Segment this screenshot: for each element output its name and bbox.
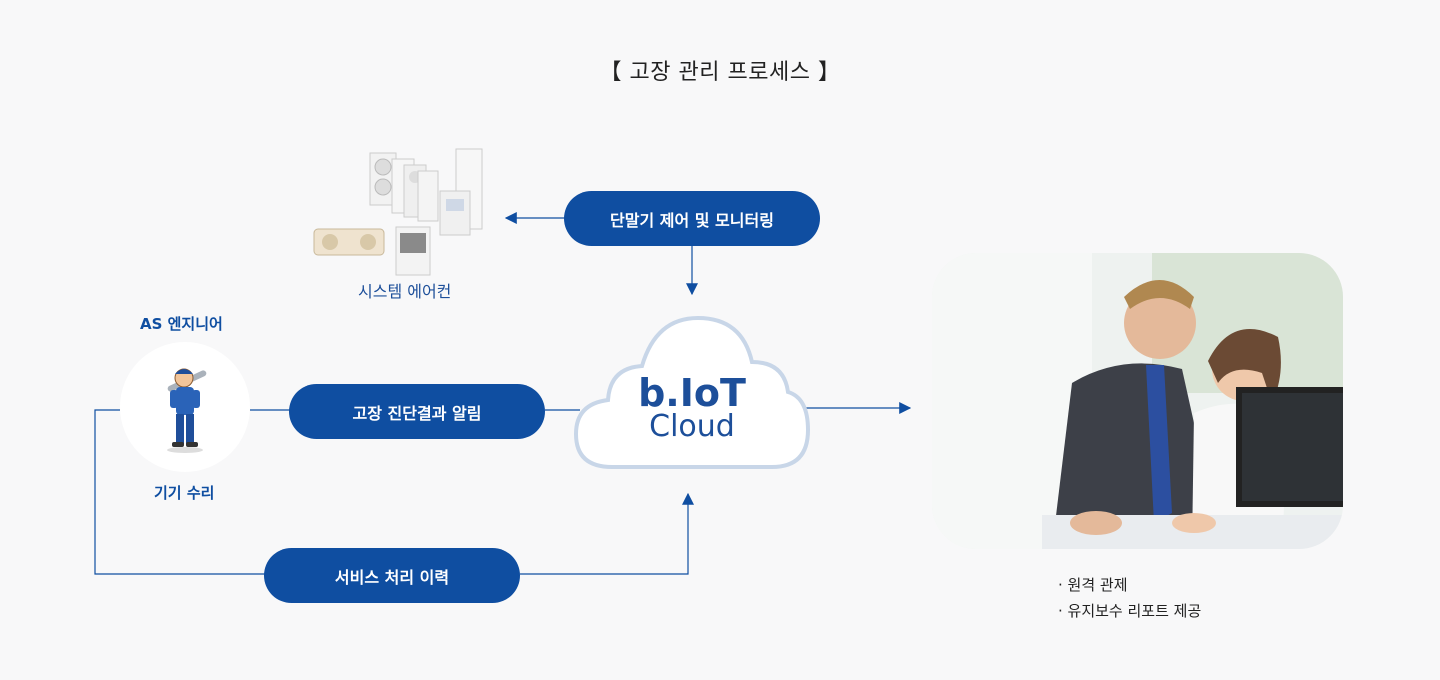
line-engineer-history bbox=[94, 409, 265, 575]
arrow-history-cloud bbox=[520, 492, 694, 575]
cabinet-unit-icon bbox=[439, 148, 483, 236]
diagnosis-pill: 고장 진단결과 알림 bbox=[289, 384, 545, 439]
page-title: 【 고장 관리 프로세스 】 bbox=[599, 60, 841, 85]
office-photo bbox=[932, 253, 1343, 549]
small-unit-icon bbox=[395, 226, 431, 276]
feature-item-remote: · 원격 관제 bbox=[1058, 576, 1128, 594]
office-workers-image bbox=[932, 253, 1343, 549]
mechanic-icon bbox=[167, 368, 207, 453]
duct-unit-icon bbox=[313, 228, 385, 256]
feature-list: · 원격 관제 · 유지보수 리포트 제공 bbox=[1058, 572, 1201, 624]
cloud-subtitle: Cloud bbox=[649, 409, 735, 444]
outdoor-unit-icon bbox=[369, 152, 439, 222]
cloud-text: b.IoT Cloud bbox=[572, 371, 812, 444]
engineer-avatar bbox=[120, 342, 250, 472]
system-aircon-label: 시스템 에어컨 bbox=[358, 282, 452, 301]
feature-item-report: · 유지보수 리포트 제공 bbox=[1058, 602, 1202, 620]
cloud-icon bbox=[573, 315, 811, 469]
engineer-label: AS 엔지니어 bbox=[140, 315, 223, 333]
history-pill: 서비스 처리 이력 bbox=[264, 548, 520, 603]
cloud-title: b.IoT bbox=[638, 371, 746, 415]
monitoring-pill: 단말기 제어 및 모니터링 bbox=[564, 191, 820, 246]
repair-label: 기기 수리 bbox=[154, 484, 215, 502]
system-aircon-image bbox=[313, 148, 483, 276]
